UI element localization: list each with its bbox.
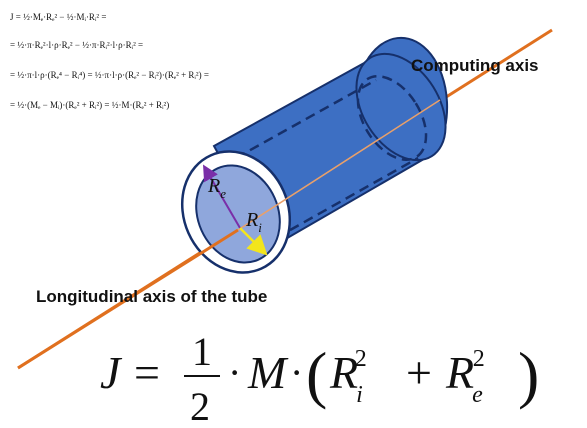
formula-lhs: J <box>100 347 123 398</box>
formula-dot-2: · <box>290 350 303 395</box>
tube-far-end <box>355 52 447 162</box>
inner-radius-label: Ri <box>245 209 262 235</box>
derivation-line-4: = ½·(Mₑ − Mᵢ)·(Rₑ² + Rᵢ²) = ½·M·(Rₑ² + R… <box>10 100 169 110</box>
main-formula: J = 1 2 · M · ( Ri2 + Re2 ) <box>100 329 539 428</box>
formula-plus: + <box>406 347 432 398</box>
outer-radius-arrow <box>202 164 241 229</box>
formula-denominator: 2 <box>190 384 210 428</box>
hidden-inner-edges <box>235 75 428 240</box>
formula-open-paren: ( <box>306 339 327 410</box>
derivation-line-2: = ½·π·Rₑ²·l·ρ·Rₑ² − ½·π·Rᵢ²·l·ρ·Rᵢ² = <box>10 40 143 50</box>
formula-mass: M <box>247 347 289 398</box>
outer-radius-label: Re <box>207 175 226 201</box>
derivation-line-1: J = ½·Mₑ·Rₑ² − ½·Mᵢ·Rᵢ² = <box>10 12 106 22</box>
derivation-block: J = ½·Mₑ·Rₑ² − ½·Mᵢ·Rᵢ² = = ½·π·Rₑ²·l·ρ·… <box>10 12 209 110</box>
formula-numerator: 1 <box>192 329 212 374</box>
axis-line-through-tube <box>237 99 441 231</box>
formula-r-inner: Ri2 <box>329 346 367 408</box>
derivation-line-3: = ½·π·l·ρ·(Rₑ⁴ − Rᵢ⁴) = ½·π·l·ρ·(Rₑ² − R… <box>10 70 209 80</box>
formula-r-outer: Re2 <box>445 346 485 408</box>
computing-axis-label: Computing axis <box>411 56 539 75</box>
formula-close-paren: ) <box>518 339 539 410</box>
inner-radius-arrow <box>239 227 268 256</box>
axis-line-front <box>17 228 239 370</box>
formula-dot-1: · <box>228 350 241 395</box>
formula-equals: = <box>134 347 160 398</box>
longitudinal-axis-label: Longitudinal axis of the tube <box>36 287 267 306</box>
